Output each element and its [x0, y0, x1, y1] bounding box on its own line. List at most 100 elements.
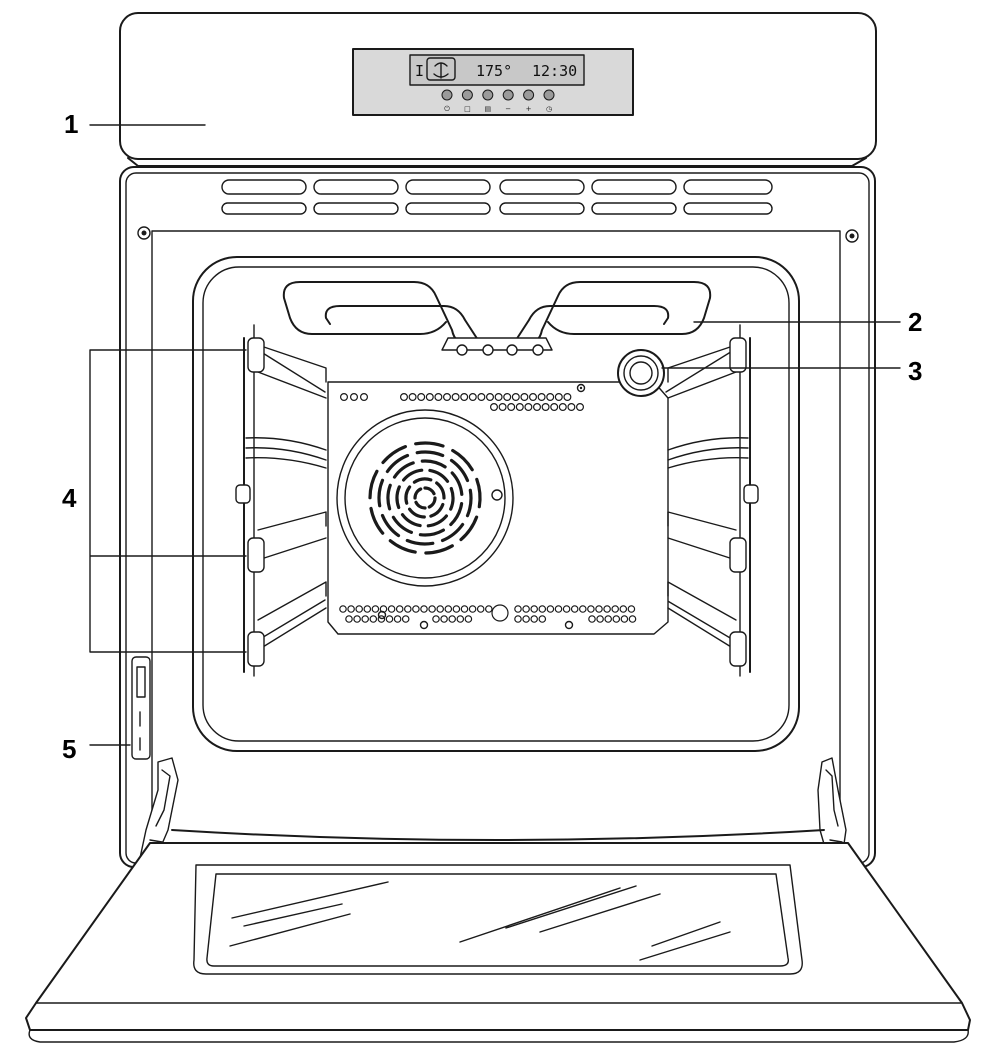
- vent-hole: [578, 605, 587, 613]
- vent-hole: [340, 393, 349, 402]
- vent-hole: [562, 605, 571, 613]
- fan-grille-slot: [413, 487, 423, 500]
- vent-hole: [528, 393, 537, 402]
- vent-hole: [420, 605, 428, 613]
- vent-hole: [619, 605, 628, 613]
- vent-hole: [353, 615, 361, 623]
- vent-hole: [507, 403, 516, 412]
- shelf-runners-left: [235, 324, 327, 677]
- vent-hole: [530, 615, 539, 623]
- callout-5: 5: [62, 734, 76, 764]
- fan-grille-slot: [392, 461, 415, 479]
- panel-button-symbol: ▤: [484, 105, 491, 113]
- vent-hole: [464, 615, 473, 623]
- vent-hole: [361, 615, 370, 623]
- vent-hole: [503, 393, 512, 402]
- vent-hole: [345, 615, 353, 623]
- vent-hole: [596, 615, 604, 623]
- vent-hole: [432, 615, 440, 623]
- vent-hole: [385, 615, 394, 623]
- vent-hole: [428, 605, 436, 613]
- vent-hole: [595, 605, 603, 613]
- vent-hole: [434, 393, 443, 402]
- fan-grille-slot: [388, 539, 417, 554]
- vent-hole: [627, 605, 636, 613]
- fan-grille-slot: [395, 485, 401, 510]
- fan-grille-slot: [429, 502, 445, 518]
- vent-hole: [456, 615, 465, 623]
- vent-hole: [452, 605, 461, 613]
- vent-hole: [412, 605, 420, 613]
- panel-button: [543, 89, 555, 101]
- fan-grille-slot: [440, 522, 465, 543]
- fan-grille-slot: [451, 448, 474, 472]
- fan-grille-slot: [465, 488, 473, 518]
- vent-hole: [490, 403, 499, 412]
- vent-hole: [360, 393, 369, 402]
- vent-hole: [369, 615, 378, 623]
- panel-buttons: ⏻□▤−+◷: [441, 89, 555, 113]
- fan-grille-slot: [377, 478, 385, 508]
- panel-button-symbol: ⏻: [444, 105, 450, 113]
- panel-button: [441, 89, 453, 101]
- oven-door: [25, 829, 971, 1043]
- vent-hole: [371, 605, 380, 613]
- vent-hole: [522, 615, 530, 623]
- panel-button-symbol: □: [464, 105, 471, 113]
- callout-4: 4: [62, 483, 77, 513]
- vent-hole: [387, 605, 396, 613]
- fan-grille-slot: [404, 485, 412, 505]
- fan-grille-slot: [449, 486, 455, 511]
- vent-hole: [514, 605, 522, 613]
- vent-hole: [587, 605, 595, 613]
- vent-hole: [515, 403, 524, 412]
- display-mode-glyph: I: [415, 62, 424, 80]
- vent-hole: [460, 605, 469, 613]
- vent-hole: [400, 393, 409, 402]
- vent-hole: [395, 605, 404, 613]
- vent-hole: [522, 605, 530, 613]
- fan-grille-slot: [369, 506, 385, 535]
- vent-hole: [541, 403, 550, 412]
- vent-hole: [468, 605, 477, 613]
- vent-hole: [339, 605, 347, 613]
- vent-hole: [393, 615, 402, 623]
- vent-hole: [468, 393, 477, 402]
- callout-2: 2: [908, 307, 922, 337]
- panel-button: [461, 89, 473, 101]
- fan-grille-slot: [435, 481, 446, 500]
- panel-button: [523, 89, 535, 101]
- vent-hole: [628, 615, 637, 623]
- vent-hole: [491, 604, 509, 622]
- vent-slots: [221, 179, 773, 215]
- fan-grille-slot: [450, 471, 464, 496]
- vent-hole: [588, 615, 596, 623]
- vent-hole: [538, 615, 547, 623]
- fan-grille-slot: [380, 513, 401, 538]
- vent-hole: [440, 615, 448, 623]
- fan-grille-slot: [391, 515, 413, 534]
- fan-grille-slot: [408, 507, 426, 519]
- fan-grille-slot: [412, 477, 433, 484]
- vent-hole: [546, 393, 555, 402]
- fan-grille: [368, 441, 482, 555]
- panel-button-symbol: −: [505, 105, 511, 113]
- vent-hole: [567, 403, 576, 412]
- door-switch: [131, 656, 151, 760]
- vent-hole: [520, 393, 529, 402]
- fan-grille-slot: [400, 513, 422, 528]
- vent-hole: [448, 615, 457, 623]
- control-panel: ⏻□▤−+◷: [119, 12, 877, 167]
- display-time: 12:30: [532, 62, 577, 80]
- vent-hole: [417, 393, 426, 402]
- vent-hole: [401, 615, 410, 623]
- vent-hole: [554, 605, 563, 613]
- fan-grille-slot: [423, 486, 436, 496]
- vent-hole: [425, 393, 434, 402]
- fan-mode-icon: [426, 57, 456, 81]
- panel-button-symbol: +: [526, 105, 532, 113]
- fan-grille-slot: [449, 502, 464, 527]
- vent-hole: [550, 403, 559, 412]
- panel-button: [502, 89, 514, 101]
